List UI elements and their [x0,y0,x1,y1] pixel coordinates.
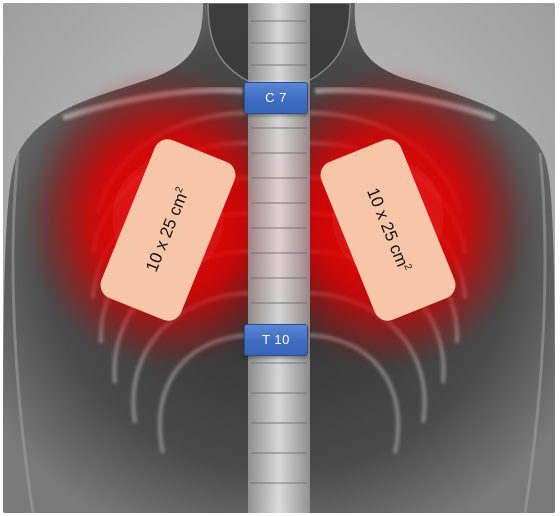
t10-label: T 10 [244,324,308,356]
xray-image: C 7 T 10 10 x 25 cm2 10 x 25 cm2 [3,3,555,513]
xray-illustration [3,3,555,513]
spinal-column [248,3,310,513]
c7-label: C 7 [244,82,308,114]
